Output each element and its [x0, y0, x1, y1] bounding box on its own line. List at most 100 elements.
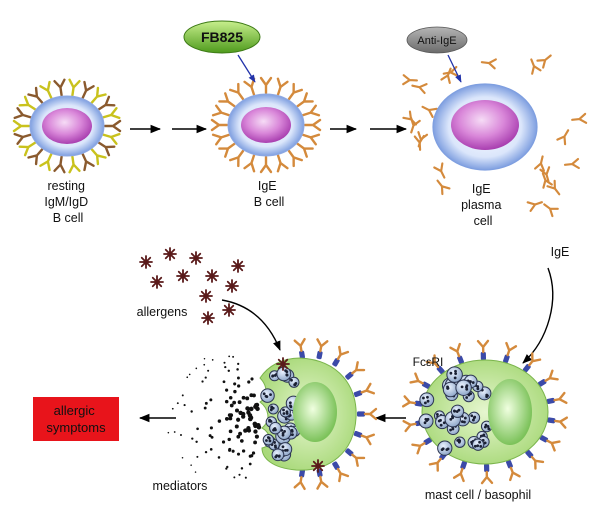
- degranulating-mast-cell: [259, 337, 378, 491]
- mediator-dot: [236, 452, 241, 456]
- anti-ige-target-arrow: [447, 54, 462, 83]
- mediator-dot: [251, 451, 256, 455]
- mediator-dot: [171, 407, 174, 410]
- mast-fceri-receptors: [401, 339, 569, 485]
- ige-membrane-antibody: [287, 82, 303, 101]
- free-ige-antibody: [539, 166, 551, 183]
- ige-membrane-antibody: [218, 92, 236, 108]
- ige-membrane-antibody: [296, 92, 314, 108]
- mediator-dot: [228, 429, 233, 434]
- igm-igd-antibody: [90, 148, 107, 166]
- mediator-dot: [190, 410, 193, 413]
- fceri-ige-complex: [293, 337, 306, 359]
- igm-igd-antibody: [13, 132, 32, 145]
- mediator-dot: [204, 450, 208, 454]
- mediator-dot: [209, 398, 213, 402]
- mediator-dot: [224, 365, 227, 369]
- mediator-dot: [210, 435, 214, 439]
- igm-igd-antibody: [39, 152, 53, 172]
- free-ige-antibody: [543, 203, 559, 218]
- igm-igd-antibody: [53, 78, 66, 97]
- fceri-ige-complex: [476, 339, 490, 361]
- allergen-particle: [176, 269, 190, 283]
- mediator-dot: [224, 399, 229, 404]
- mediator-dot: [234, 408, 240, 413]
- fceri-ige-complex: [425, 354, 445, 375]
- resting-cell-label: resting IgM/IgD B cell: [44, 179, 91, 225]
- bound-allergen: [276, 357, 290, 371]
- ige-membrane-antibody: [276, 154, 289, 173]
- mediator-dot: [227, 413, 232, 418]
- free-ige-antibodies: [402, 54, 588, 218]
- ige-membrane-antibody: [301, 133, 321, 146]
- fceri-ige-complex: [547, 416, 569, 429]
- mediator-dot: [217, 456, 221, 459]
- mediator-dot: [204, 401, 208, 405]
- igm-igd-antibody: [103, 119, 122, 133]
- mediator-dot: [238, 473, 241, 476]
- granule: [267, 403, 279, 415]
- anti-ige-drug: Anti-IgE: [406, 26, 468, 83]
- free-ige-antibody: [563, 157, 580, 170]
- fceri-ige-complex: [525, 449, 545, 470]
- mediator-dot: [229, 403, 234, 408]
- mediator-dot: [190, 464, 192, 466]
- mediator-dot: [188, 373, 191, 376]
- igm-igd-antibody: [18, 95, 37, 111]
- ige-membrane-antibody: [259, 155, 273, 174]
- igm-igd-antibody: [27, 86, 44, 104]
- igm-igd-antibody: [97, 141, 116, 157]
- free-ige-antibody: [436, 179, 451, 196]
- mediator-dot: [236, 434, 241, 439]
- ige-membrane-antibody: [301, 104, 321, 117]
- bound-allergens: [276, 357, 325, 473]
- mediator-dot: [228, 395, 233, 400]
- granule: [288, 376, 300, 388]
- granule: [442, 381, 459, 398]
- plasma-label-line1: IgE: [472, 182, 491, 196]
- free-ige-antibody: [433, 162, 446, 179]
- mediator-dot: [237, 362, 240, 365]
- mediator-dot: [196, 455, 199, 458]
- mediator-dot: [191, 437, 194, 440]
- ige-membrane-antibody: [218, 142, 236, 158]
- mediator-dot: [244, 476, 247, 479]
- fceri-ige-complex: [345, 361, 366, 380]
- free-ige-antibody: [413, 134, 425, 151]
- resting-label-line3: B cell: [53, 211, 84, 225]
- ige-membrane-antibody: [210, 118, 229, 132]
- resting-nucleus: [42, 108, 92, 144]
- ige-b-cell: [210, 76, 322, 174]
- ige-membrane-antibody: [211, 133, 231, 146]
- fceri-label: FcεRI: [413, 355, 444, 369]
- mediator-dot: [204, 376, 207, 379]
- mediator-dot: [181, 456, 184, 459]
- fb825-drug: FB825: [183, 20, 261, 83]
- mediator-dot: [228, 416, 233, 421]
- degranulating-fceri-receptors: [293, 337, 378, 491]
- mediator-dot: [236, 376, 240, 380]
- ige-membrane-antibody: [287, 149, 303, 168]
- mediator-dot: [223, 361, 226, 364]
- igm-igd-antibody: [97, 95, 116, 111]
- free-ige-antibody: [534, 155, 545, 172]
- plasma-cell-label: IgE plasma cell: [461, 182, 505, 228]
- ige-membrane-antibody: [243, 154, 256, 173]
- granule: [269, 421, 282, 435]
- mediator-dot: [239, 439, 244, 443]
- symptoms-line1: allergic: [54, 403, 96, 418]
- granule: [418, 413, 434, 429]
- mediator-dot: [241, 395, 246, 400]
- ige-membrane-antibody: [296, 142, 314, 158]
- fceri-ige-complex: [357, 407, 378, 421]
- ige-b-label-line1: IgE: [258, 179, 277, 193]
- plasma-nucleus: [451, 100, 519, 150]
- fceri-ige-complex: [480, 463, 494, 485]
- fceri-ige-complex: [537, 369, 559, 387]
- allergen-particle: [199, 289, 213, 303]
- mediator-dot: [243, 428, 248, 433]
- mediator-dot: [196, 427, 199, 431]
- fceri-ige-complex: [353, 430, 375, 446]
- granule: [279, 406, 291, 418]
